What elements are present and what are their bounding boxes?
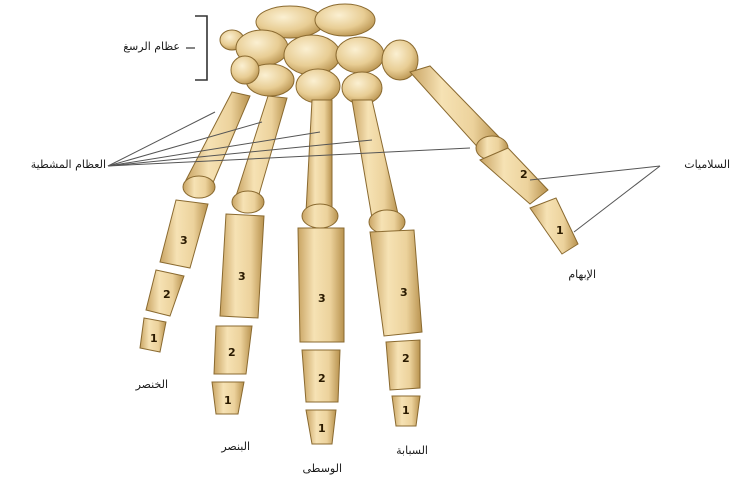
carpal-bracket: [195, 16, 207, 80]
label-ring-finger: البنصر: [221, 440, 250, 453]
carpal-bones: [220, 4, 418, 104]
metacarpal-leader-lines: [108, 112, 470, 166]
label-little-finger: الخنصر: [136, 378, 168, 391]
little-num-2: 2: [163, 288, 171, 301]
label-carpals: عظام الرسغ: [123, 40, 180, 53]
index-num-1: 1: [402, 404, 410, 417]
little-num-1: 1: [150, 332, 158, 345]
little-num-3: 3: [180, 234, 188, 247]
phalanx-numbers: 3 2 1 3 2 1 3 2 1 3 2 1 2 1: [150, 168, 564, 435]
thumb-num-1: 1: [556, 224, 564, 237]
ring-num-2: 2: [228, 346, 236, 359]
middle-num-1: 1: [318, 422, 326, 435]
index-num-3: 3: [400, 286, 408, 299]
label-middle-finger: الوسطى: [303, 462, 343, 475]
middle-num-3: 3: [318, 292, 326, 305]
label-index-finger: السبابة: [396, 444, 428, 457]
label-thumb: الإبهام: [568, 268, 596, 281]
middle-num-2: 2: [318, 372, 326, 385]
ring-num-3: 3: [238, 270, 246, 283]
proximal-phalanges: [160, 148, 548, 342]
label-metacarpals: العظام المشطية: [31, 158, 106, 171]
label-phalanges: السلاميات: [684, 158, 730, 171]
index-num-2: 2: [402, 352, 410, 365]
ring-num-1: 1: [224, 394, 232, 407]
distal-phalanges: [140, 198, 578, 444]
thumb-num-2: 2: [520, 168, 528, 181]
